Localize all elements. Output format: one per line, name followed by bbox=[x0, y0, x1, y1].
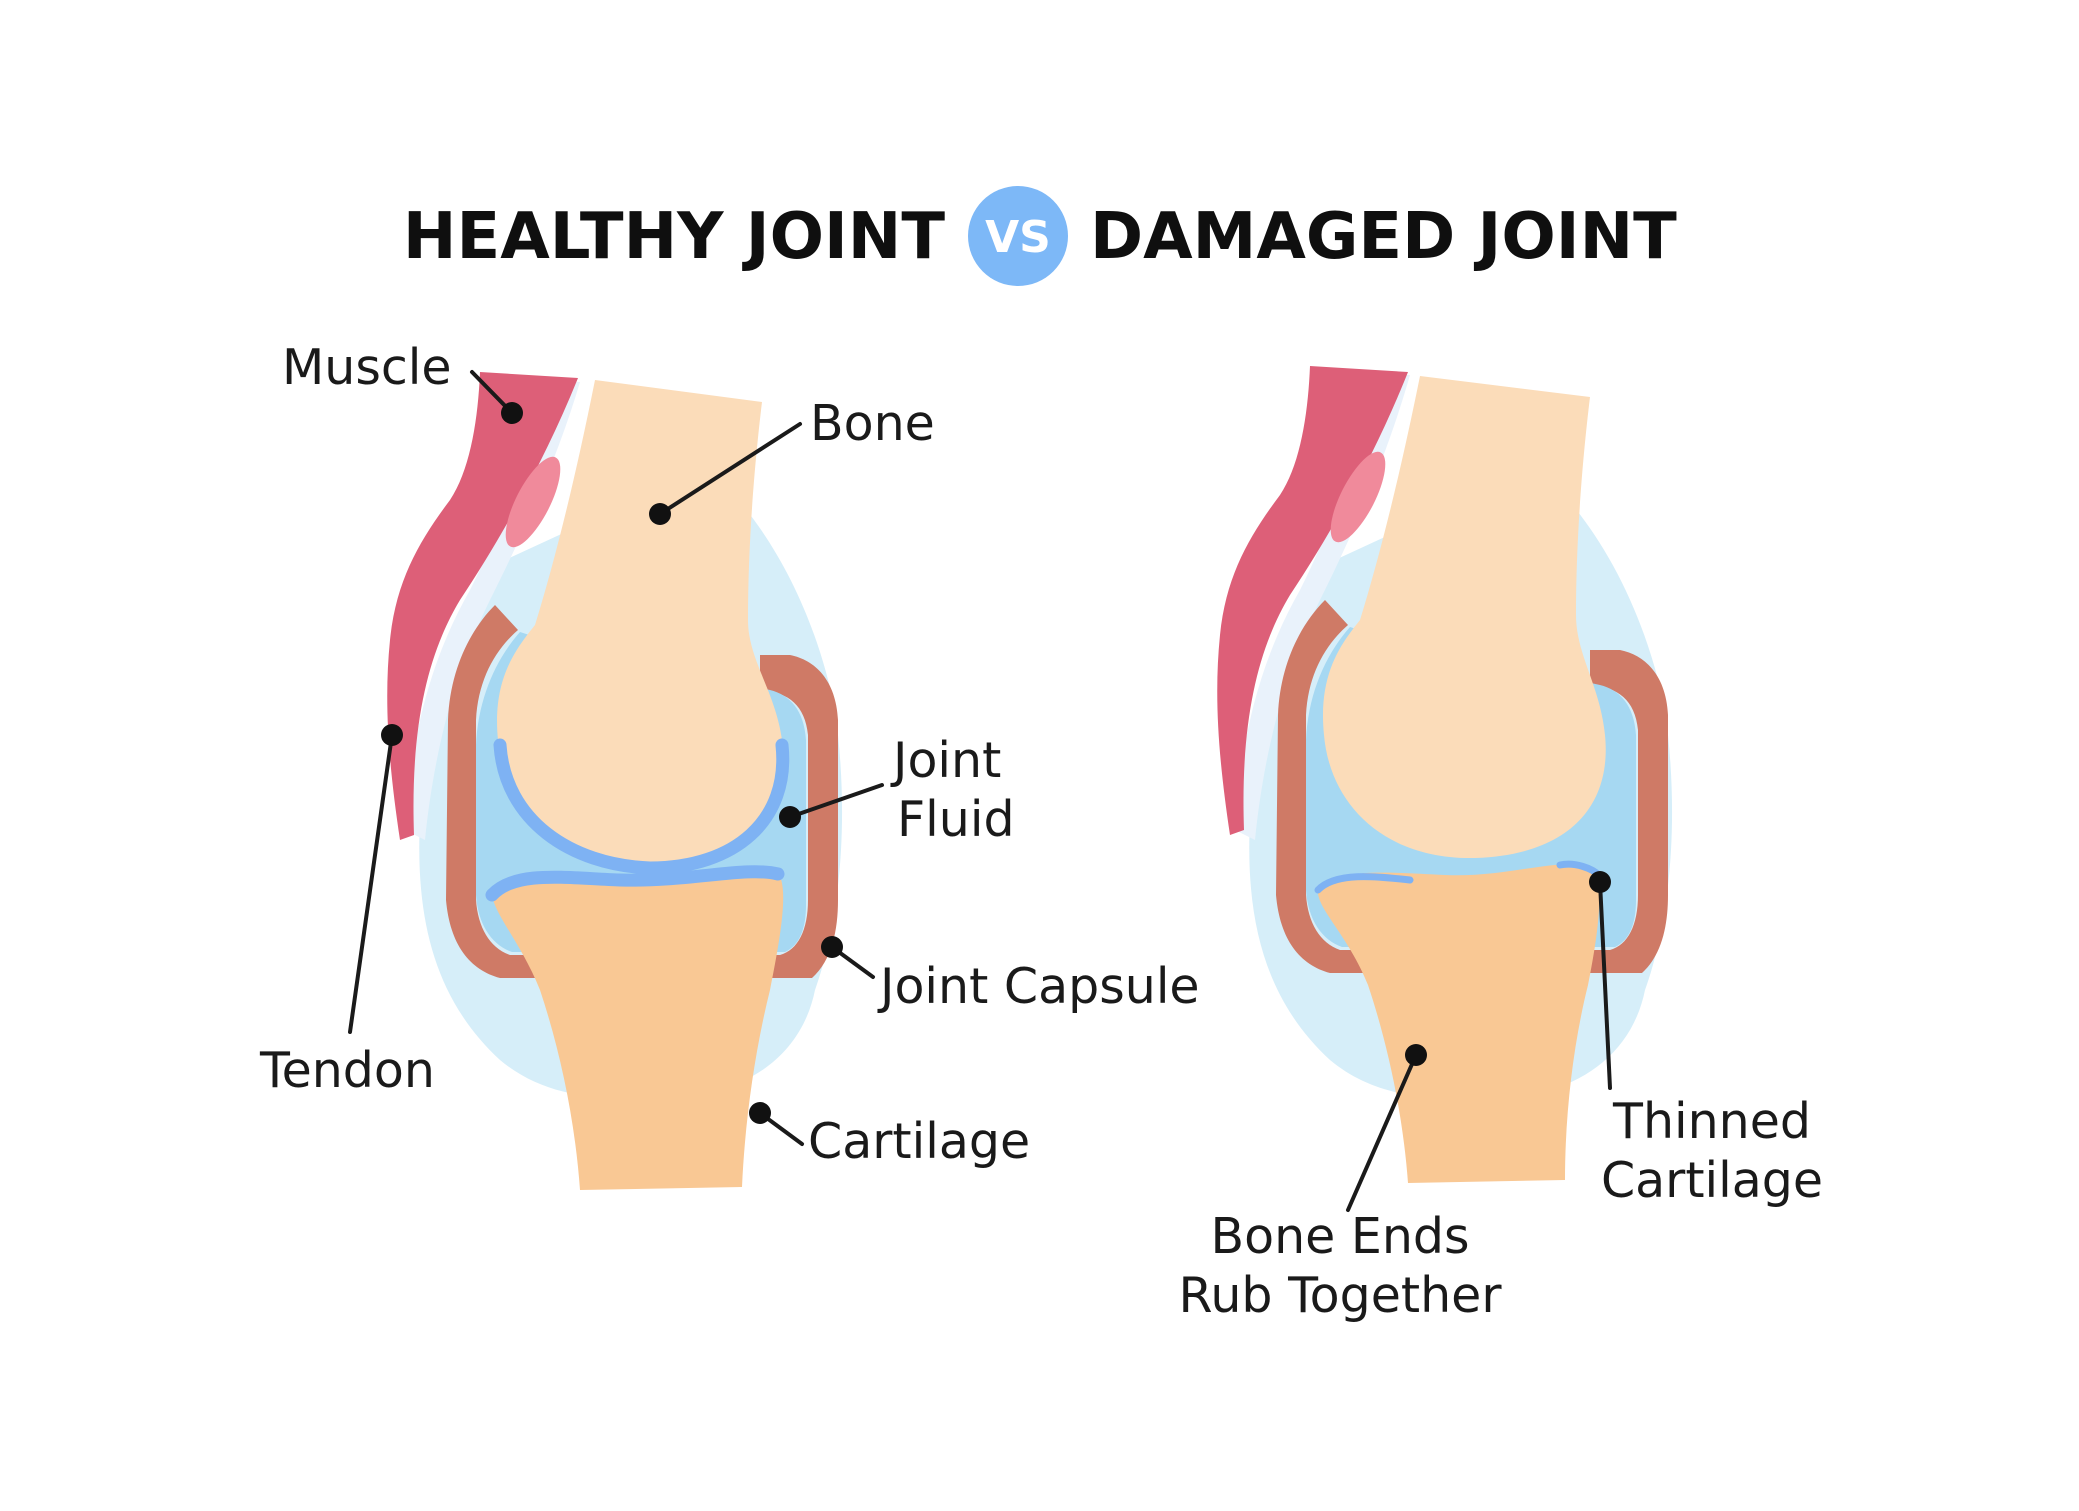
label-muscle-text: Muscle bbox=[282, 339, 452, 396]
healthy-labels: Muscle Bone Joint Fluid Joint Capsule Te… bbox=[259, 339, 1200, 1170]
label-bone: Bone bbox=[649, 395, 935, 525]
damaged-capsule-membrane bbox=[1276, 600, 1668, 973]
marker-cartilage bbox=[749, 1102, 771, 1124]
vs-badge bbox=[968, 186, 1068, 286]
label-thinned-cartilage-line1: Thinned bbox=[1612, 1093, 1811, 1150]
healthy-cartilage bbox=[485, 738, 790, 902]
healthy-joint-illustration bbox=[387, 372, 843, 1190]
healthy-upper-bone bbox=[497, 380, 784, 863]
label-thinned-cartilage-line2: Cartilage bbox=[1601, 1152, 1823, 1209]
damaged-labels: Thinned Cartilage Bone Ends Rub Together bbox=[1179, 871, 1823, 1324]
vs-badge-text: VS bbox=[985, 212, 1051, 263]
label-cartilage-text: Cartilage bbox=[808, 1113, 1030, 1170]
damaged-muscle-highlight bbox=[1330, 451, 1386, 543]
label-tendon: Tendon bbox=[259, 724, 435, 1099]
healthy-muscle-highlight bbox=[505, 456, 561, 548]
healthy-lower-bone bbox=[491, 867, 784, 1190]
leader-thinned-cartilage bbox=[1598, 880, 1612, 1090]
label-bone-ends-line1: Bone Ends bbox=[1210, 1208, 1469, 1265]
label-bone-text: Bone bbox=[810, 395, 935, 452]
marker-joint-fluid bbox=[779, 806, 801, 828]
label-joint-fluid-line2: Fluid bbox=[897, 791, 1015, 848]
damaged-muscle bbox=[1217, 366, 1408, 835]
title-healthy-joint: HEALTHY JOINT bbox=[403, 200, 945, 274]
label-cartilage: Cartilage bbox=[749, 1102, 1030, 1170]
marker-bone bbox=[649, 503, 671, 525]
marker-tendon bbox=[381, 724, 403, 746]
leader-bone bbox=[658, 422, 802, 516]
label-muscle: Muscle bbox=[282, 339, 523, 424]
leader-joint-fluid bbox=[788, 783, 884, 819]
healthy-capsule-membrane bbox=[446, 605, 838, 978]
label-thinned-cartilage: Thinned Cartilage bbox=[1589, 871, 1823, 1209]
healthy-muscle bbox=[387, 372, 578, 840]
damaged-lower-bone bbox=[1317, 864, 1600, 1183]
title-damaged-joint: DAMAGED JOINT bbox=[1090, 200, 1677, 274]
title: HEALTHY JOINT VS DAMAGED JOINT bbox=[403, 186, 1677, 286]
damaged-upper-bone bbox=[1322, 376, 1606, 859]
marker-muscle bbox=[501, 402, 523, 424]
label-tendon-text: Tendon bbox=[259, 1042, 435, 1099]
marker-thinned-cartilage bbox=[1589, 871, 1611, 893]
label-joint-fluid: Joint Fluid bbox=[779, 732, 1015, 848]
label-bone-ends: Bone Ends Rub Together bbox=[1179, 1044, 1503, 1324]
marker-bone-ends bbox=[1405, 1044, 1427, 1066]
leader-bone-ends bbox=[1346, 1053, 1418, 1212]
marker-joint-capsule bbox=[821, 936, 843, 958]
leader-tendon bbox=[348, 733, 394, 1034]
damaged-joint-illustration bbox=[1217, 366, 1673, 1183]
label-joint-capsule-text: Joint Capsule bbox=[877, 958, 1200, 1015]
label-bone-ends-line2: Rub Together bbox=[1179, 1267, 1503, 1324]
label-joint-capsule: Joint Capsule bbox=[821, 936, 1200, 1015]
label-joint-fluid-line1: Joint bbox=[890, 732, 1001, 789]
